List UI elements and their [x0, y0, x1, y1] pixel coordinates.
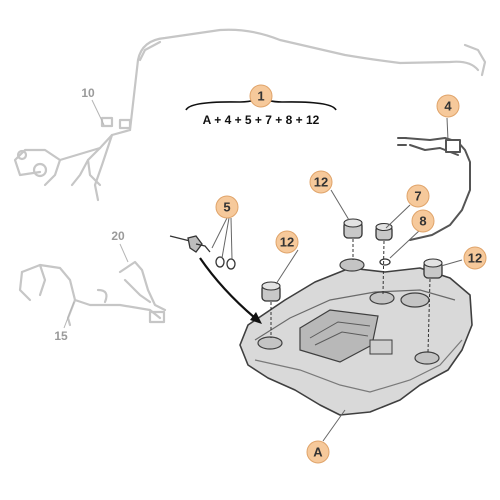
leader-10 [91, 99, 105, 126]
callout-12-right-label: 12 [468, 251, 482, 266]
isolator-12-right [423, 258, 443, 353]
leader-15 [63, 301, 75, 329]
callout-5-label: 5 [223, 200, 230, 215]
fuel-tank [239, 258, 473, 416]
label-20: 20 [111, 229, 125, 243]
callout-4-label: 4 [444, 99, 452, 114]
callout-7: 7 [406, 184, 430, 208]
assembly-arrow [199, 257, 256, 319]
assembly-arrow-head [250, 312, 262, 324]
callout-4: 4 [436, 94, 460, 118]
callout-12-top: 12 [309, 170, 333, 194]
label-15: 15 [54, 329, 68, 343]
callout-A: A [306, 440, 330, 464]
isolator-7 [375, 222, 393, 295]
callout-5: 5 [215, 195, 239, 219]
fixings-5 [169, 235, 236, 270]
wiring-harness-10 [13, 28, 487, 202]
isolator-12-top [343, 218, 363, 260]
washer-8 [379, 258, 391, 266]
callout-8: 8 [411, 209, 435, 233]
callout-12-left-label: 12 [280, 235, 294, 250]
leader-lines [211, 117, 463, 442]
leader-20 [119, 243, 129, 263]
formula-text: A + 4 + 5 + 7 + 8 + 12 [203, 113, 320, 127]
fuel-line-4 [397, 137, 471, 241]
bracket-20 [118, 260, 167, 324]
label-10: 10 [81, 86, 95, 100]
callout-12-top-label: 12 [314, 175, 328, 190]
callout-A-label: A [313, 445, 323, 460]
callout-12-right: 12 [463, 246, 487, 270]
isolator-12-left [261, 281, 281, 338]
callout-7-label: 7 [414, 189, 421, 204]
callout-8-label: 8 [419, 214, 426, 229]
callout-1-label: 1 [257, 89, 264, 104]
callout-12-left: 12 [275, 230, 299, 254]
callout-1: 1 [249, 84, 273, 108]
